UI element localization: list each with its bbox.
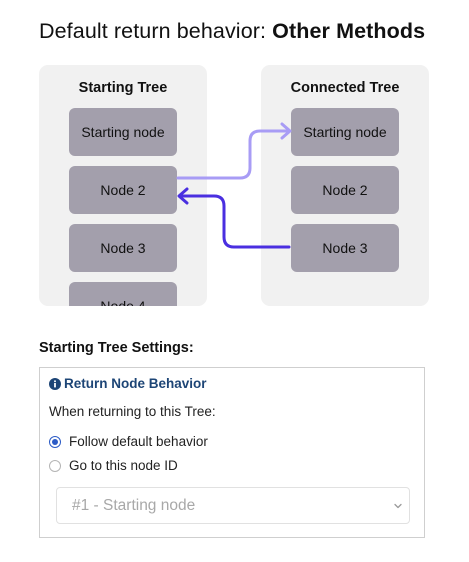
settings-heading: Starting Tree Settings: — [39, 340, 194, 356]
starting-tree-node-3: Node 3 — [69, 224, 177, 272]
chevron-down-icon — [394, 503, 402, 509]
connected-tree-title: Connected Tree — [290, 80, 400, 96]
connected-tree-panel: Connected Tree Starting node Node 2 Node… — [261, 65, 429, 306]
return-node-settings-box: Return Node Behavior When returning to t… — [39, 367, 425, 538]
connected-tree-node-3: Node 3 — [291, 224, 399, 272]
radio-go-to-node-id[interactable] — [49, 459, 61, 472]
info-circle-icon — [49, 377, 61, 390]
starting-tree-title: Starting Tree — [78, 80, 168, 96]
connected-tree-node-starting: Starting node — [291, 108, 399, 156]
node-id-select-value: #1 - Starting node — [72, 496, 196, 514]
connected-tree-node-2: Node 2 — [291, 166, 399, 214]
option-go-to-node-id-label[interactable]: Go to this node ID — [69, 458, 178, 473]
starting-tree-node-2: Node 2 — [69, 166, 177, 214]
page-title: Default return behavior: Other Methods — [39, 19, 425, 44]
starting-tree-node-4: Node 4 — [69, 282, 177, 306]
page-title-emphasis: Other Methods — [272, 19, 426, 43]
option-go-to-node-id[interactable]: Go to this node ID — [49, 458, 178, 473]
option-follow-default-label[interactable]: Follow default behavior — [69, 434, 208, 449]
starting-tree-panel: Starting Tree Starting node Node 2 Node … — [39, 65, 207, 306]
page-title-prefix: Default return behavior: — [39, 19, 273, 43]
option-follow-default[interactable]: Follow default behavior — [49, 434, 208, 449]
radio-follow-default[interactable] — [49, 435, 61, 448]
node-id-select[interactable]: #1 - Starting node — [56, 487, 410, 524]
returning-prompt: When returning to this Tree: — [49, 404, 216, 419]
return-node-behavior-title: Return Node Behavior — [64, 376, 207, 391]
starting-tree-node-starting: Starting node — [69, 108, 177, 156]
return-node-behavior-header: Return Node Behavior — [49, 376, 207, 391]
